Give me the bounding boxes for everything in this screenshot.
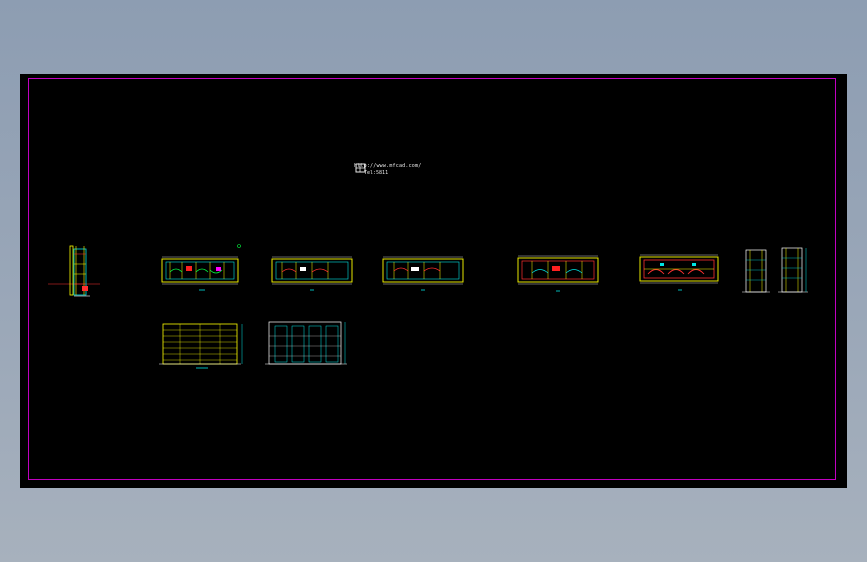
cad-sheet: http://www.mfcad.com/ Tel:5811 (20, 74, 847, 488)
floor-plan-3 (382, 256, 464, 291)
watermark-logo (355, 163, 366, 173)
floor-plan-5 (639, 254, 719, 291)
drawing-border (28, 78, 836, 480)
front-elevation-1 (159, 323, 243, 369)
floor-plan-2 (271, 256, 353, 291)
floor-plan-1 (161, 244, 241, 291)
drawing-canvas (48, 163, 808, 369)
front-elevation-2 (265, 321, 347, 365)
section-drawing (48, 245, 100, 297)
watermark-tel: Tel:5811 (364, 170, 389, 176)
side-elevations (742, 247, 808, 293)
floor-plan-4 (517, 255, 599, 292)
watermark-url: http://www.mfcad.com/ (354, 163, 422, 169)
